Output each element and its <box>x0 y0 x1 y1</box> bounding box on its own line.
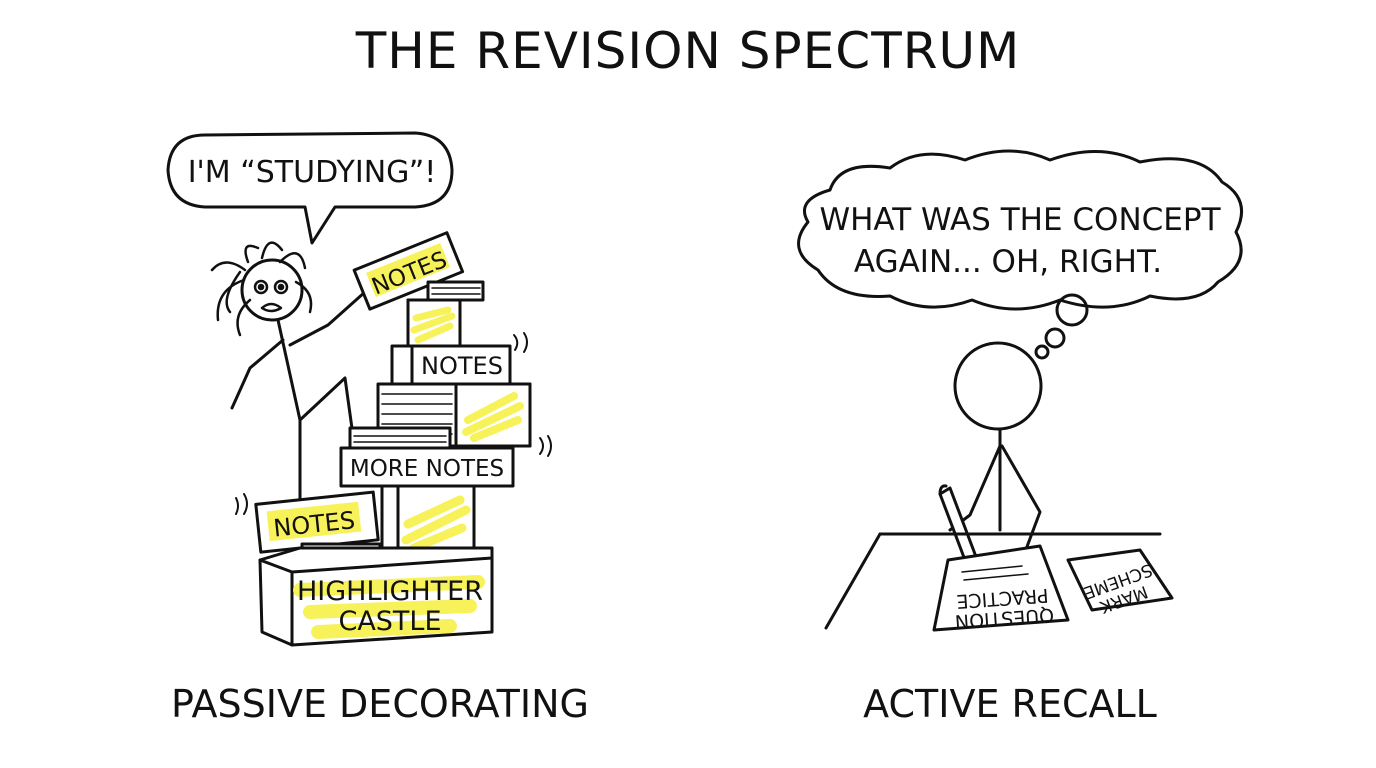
thought-text-line1: WHAT WAS THE CONCEPT <box>819 202 1221 238</box>
lower-highlight-box <box>380 484 476 558</box>
desk <box>824 532 1162 630</box>
notes-box-text: NOTES <box>421 352 503 380</box>
speech-bubble-text: I'M “STUDYING”! <box>188 155 437 190</box>
highlighter-castle-box: HIGHLIGHTER CASTLE <box>258 546 494 647</box>
practice-question-paper: PRACTICE QUESTION <box>932 544 1070 632</box>
small-highlight-box <box>406 298 462 348</box>
stressed-student-figure <box>210 241 367 502</box>
top-book <box>426 280 485 302</box>
left-caption: PASSIVE DECORATING <box>171 682 589 726</box>
castle-text-line2: CASTLE <box>338 606 441 637</box>
thought-cloud: WHAT WAS THE CONCEPT AGAIN... OH, RIGHT. <box>797 149 1244 360</box>
page-title: THE REVISION SPECTRUM <box>355 22 1021 80</box>
notes-sign: NOTES <box>352 231 465 311</box>
right-caption: ACTIVE RECALL <box>863 682 1157 726</box>
more-notes-text: MORE NOTES <box>350 456 504 482</box>
castle-text-line1: HIGHLIGHTER <box>297 576 483 607</box>
mark-scheme-paper: MARK SCHEME <box>1066 548 1174 617</box>
more-notes-box: MORE NOTES <box>339 446 515 488</box>
notes-bottom-sign: NOTES <box>235 490 382 560</box>
book-stack <box>348 332 552 457</box>
thought-text-line2: AGAIN... OH, RIGHT. <box>854 244 1162 280</box>
speech-bubble: I'M “STUDYING”! <box>166 131 454 245</box>
notes-box: NOTES <box>390 344 512 386</box>
